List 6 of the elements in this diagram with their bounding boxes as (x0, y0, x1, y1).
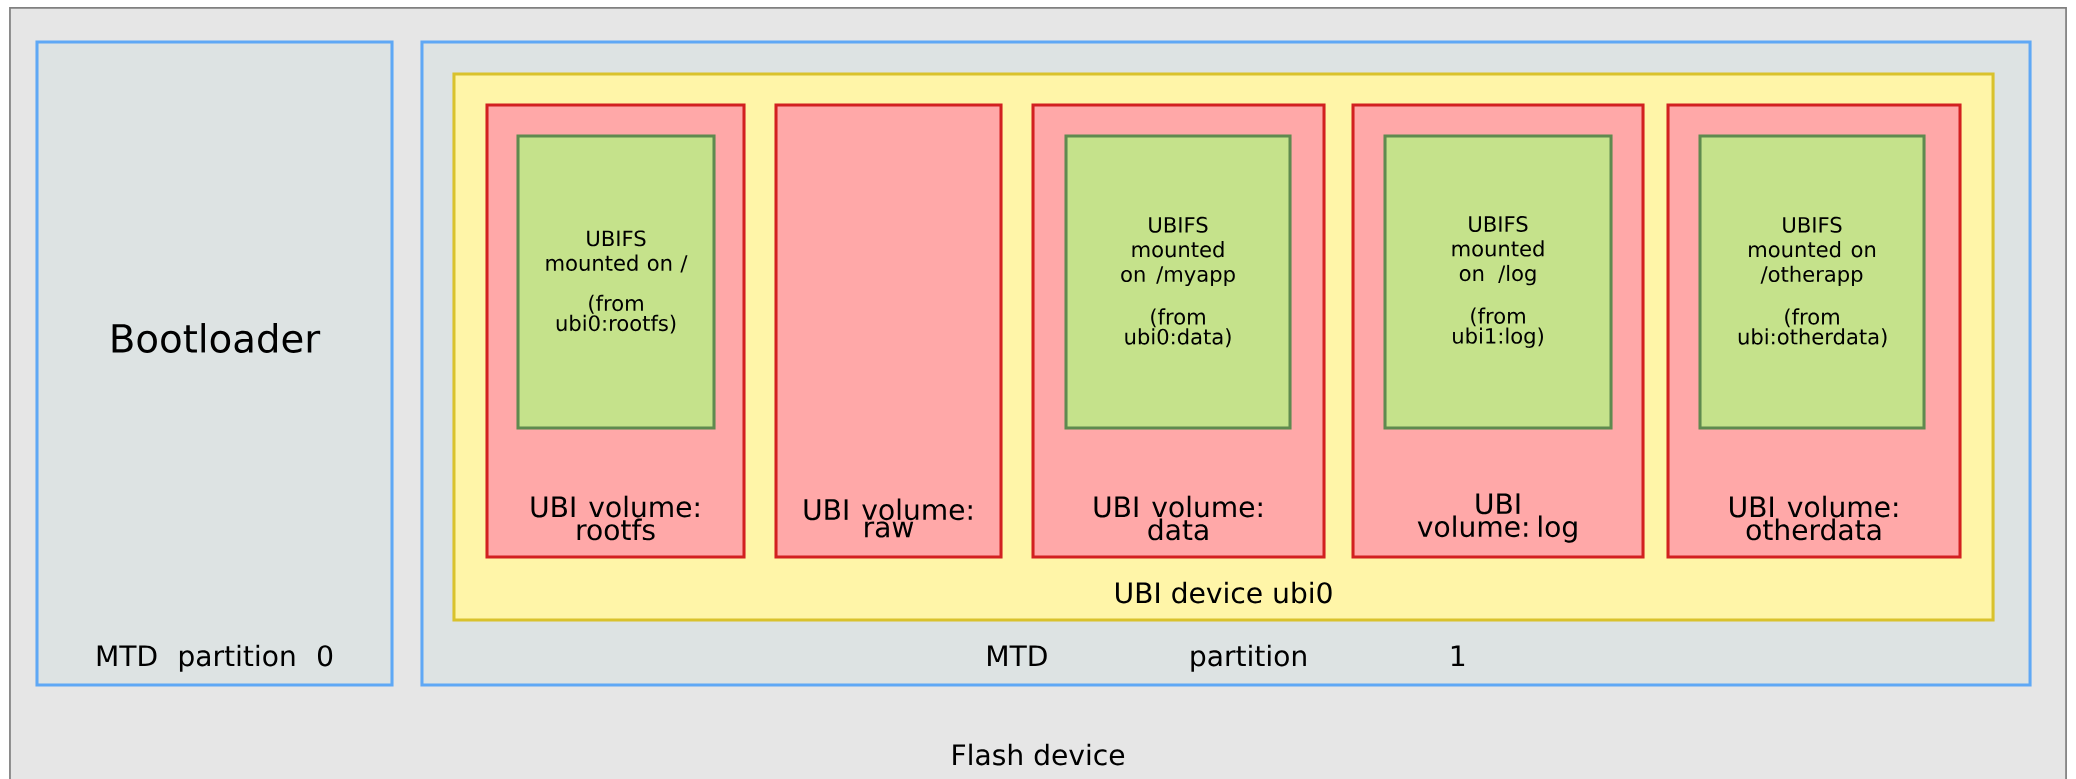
volume-box: UBI volume: raw (774, 103, 1003, 559)
partition-box: Bootloader MTD partition 0 (35, 40, 394, 687)
filesystem-box: UBIFS mounted on /otherapp (from ubi:otherdata) (1698, 134, 1926, 430)
filesystem-box: UBIFS mounted on /log (from ubi1:log) (1383, 134, 1613, 430)
filesystem-box: UBIFS mounted on / (from ubi0:rootfs) (516, 134, 716, 430)
filesystem-box: UBIFS mounted on /myapp (from ubi0:data) (1064, 134, 1292, 430)
